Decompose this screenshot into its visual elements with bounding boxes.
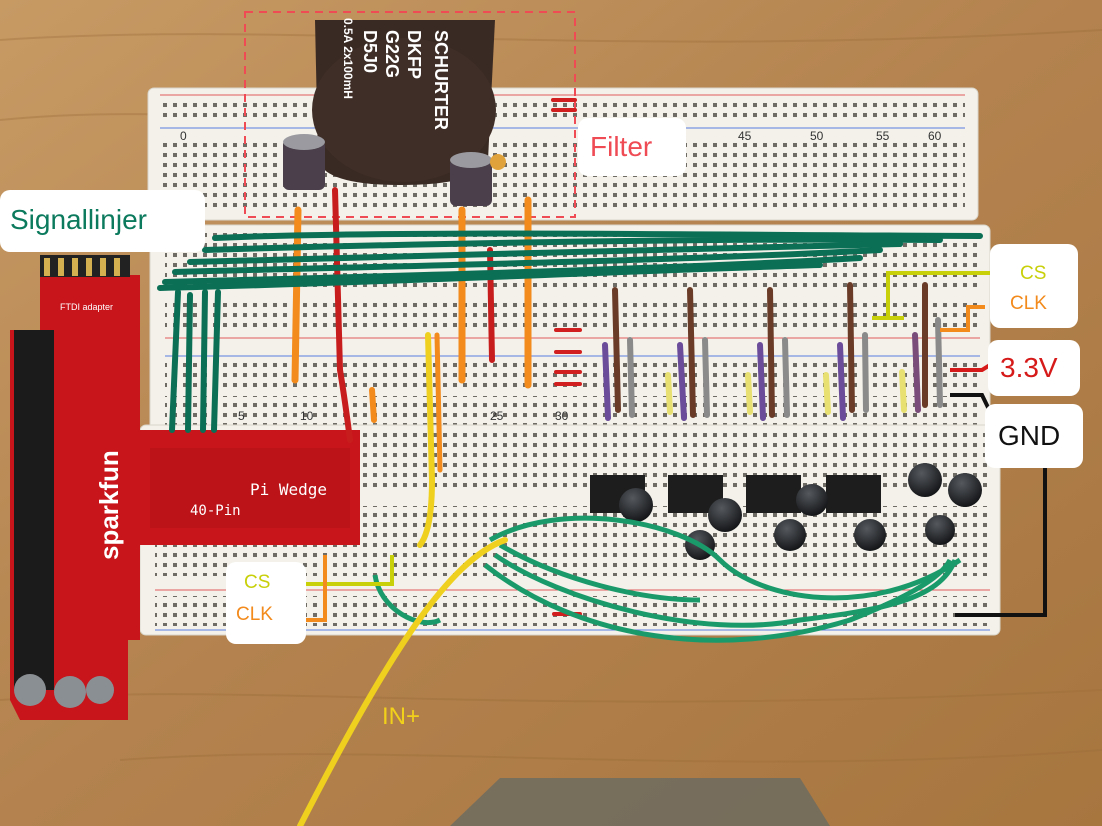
- signal-line-bundle: [157, 230, 983, 433]
- signal-lines-label: Signallinjer: [10, 204, 147, 235]
- wedge-pins-text: 40-Pin: [190, 503, 241, 519]
- capacitor-array: [619, 463, 982, 560]
- adapter-brand-text: sparkfun: [94, 450, 124, 560]
- input-wire: [297, 332, 508, 826]
- gnd-label-box: [985, 404, 1083, 468]
- board-number: 30: [555, 409, 569, 423]
- cs-clk-left-box: [226, 562, 306, 644]
- signal-lines-label-box: [0, 190, 205, 252]
- filter-label: Filter: [590, 131, 653, 162]
- filter-dashed-box: [244, 11, 576, 218]
- choke-rating-text: 0.5A 2x100mH: [341, 18, 355, 99]
- board-number: 25: [490, 409, 504, 423]
- sparkfun-adapter: sparkfun Pi Wedge 40-Pin FTDI adapter: [10, 255, 360, 720]
- device-edge: [450, 778, 830, 826]
- board-number: 55: [876, 129, 890, 143]
- gnd-label: GND: [998, 420, 1061, 451]
- control-wires: [602, 282, 943, 421]
- board-number: 5: [238, 409, 245, 423]
- board-number: 60: [928, 129, 942, 143]
- clk-left-label: CLK: [236, 604, 273, 625]
- clk-right-label: CLK: [1010, 293, 1047, 314]
- annotation-lines: [285, 271, 1047, 622]
- filter-label-box: [578, 118, 686, 176]
- choke-line3-text: D5J0: [360, 30, 380, 73]
- cs-clk-right-box: [990, 244, 1078, 328]
- board-number: 10: [300, 409, 314, 423]
- in-plus-label: IN+: [382, 703, 421, 730]
- wedge-title-text: Pi Wedge: [250, 480, 327, 499]
- board-number: 50: [810, 129, 824, 143]
- board-number: 45: [738, 129, 752, 143]
- choke-line1-text: DKFP: [404, 30, 424, 79]
- board-number: 0: [180, 129, 187, 143]
- filter-choke: SCHURTER DKFP G22G D5J0 0.5A 2x100mH: [312, 18, 496, 185]
- choke-brand-text: SCHURTER: [431, 30, 451, 130]
- cs-left-label: CS: [244, 572, 271, 593]
- v33-label-box: [988, 340, 1080, 396]
- choke-line2-text: G22G: [382, 30, 402, 78]
- breadboard-top: [147, 87, 979, 221]
- filter-capacitors: [283, 134, 506, 206]
- ftdi-text: FTDI adapter: [60, 302, 113, 312]
- v33-label: 3.3V: [1000, 352, 1058, 383]
- cs-right-label: CS: [1020, 263, 1047, 284]
